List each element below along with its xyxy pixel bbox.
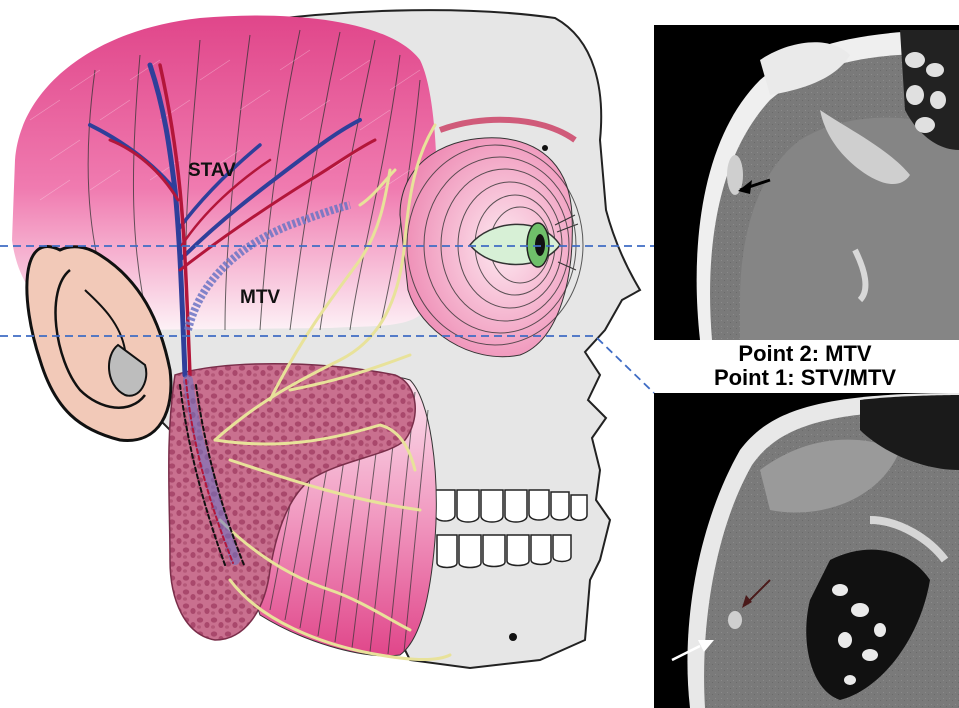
ct-image-point-2: [654, 25, 959, 340]
ct-image-point-1: [654, 393, 959, 708]
caption-point-1: Point 1: STV/MTV: [714, 365, 896, 390]
ct-captions: Point 2: MTV Point 1: STV/MTV: [714, 341, 896, 390]
mental-foramen: [509, 633, 517, 641]
label-stav: STAV: [188, 160, 236, 181]
label-mtv: MTV: [240, 287, 280, 308]
caption-point-2: Point 2: MTV: [738, 341, 872, 366]
